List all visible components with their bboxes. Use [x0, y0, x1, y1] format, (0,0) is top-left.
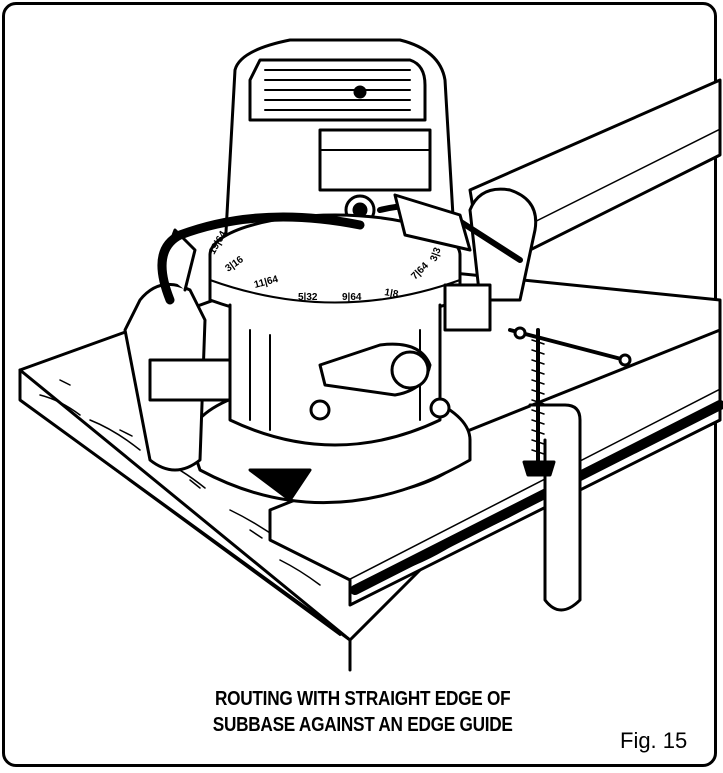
edge-guide-board [268, 328, 723, 607]
figure-caption: ROUTING WITH STRAIGHT EDGE OF SUBBASE AG… [52, 686, 674, 738]
depth-mark: 1|8 [383, 287, 399, 300]
caption-line-2: SUBBASE AGAINST AN EDGE GUIDE [212, 714, 513, 736]
left-handle [123, 228, 232, 472]
clamp-lever [318, 342, 432, 397]
c-clamp [508, 326, 632, 612]
right-handle [443, 187, 538, 332]
figure-label: Fig. 15 [620, 728, 688, 753]
depth-mark: 9|64 [342, 292, 362, 303]
power-cord [157, 193, 523, 305]
caption-line-1: ROUTING WITH STRAIGHT EDGE OF [214, 688, 511, 710]
depth-mark: 5|32 [298, 292, 318, 303]
depth-mark: 3|3 [428, 246, 443, 263]
